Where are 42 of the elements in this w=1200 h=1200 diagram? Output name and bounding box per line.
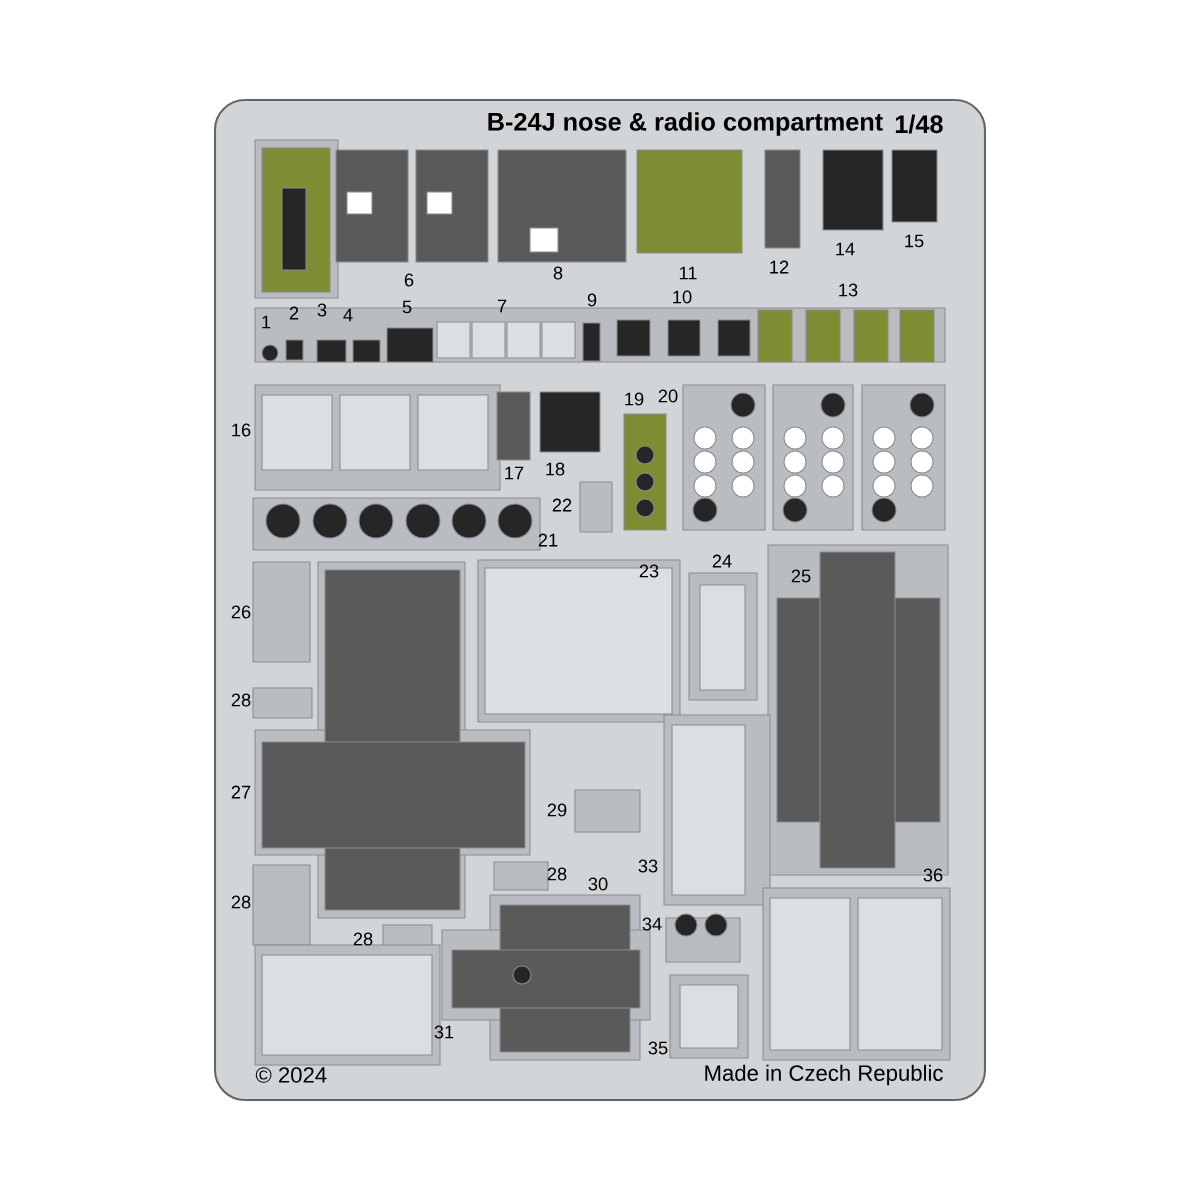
part-number: 15: [905, 234, 924, 248]
part-number: 12: [770, 260, 789, 274]
part-number: 13: [839, 283, 858, 297]
part-number: 28: [353, 932, 373, 946]
title: B-24J nose & radio compartment: [488, 112, 883, 136]
part-number: 8: [553, 266, 563, 280]
part-number: 26: [231, 605, 251, 619]
part-number: 2: [289, 306, 299, 320]
part-number: 25: [791, 569, 811, 583]
part-number: 22: [552, 498, 572, 512]
part-number: 28: [231, 693, 251, 707]
copyright-note: © 2024: [255, 1067, 327, 1083]
part-number: 33: [638, 859, 658, 873]
part-number: 27: [231, 785, 251, 799]
part-number: 24: [712, 554, 732, 568]
part-number: 30: [588, 877, 608, 891]
part-number: 19: [625, 392, 644, 406]
part-number: 21: [538, 533, 558, 547]
part-number: 6: [404, 273, 414, 287]
part-number: 14: [836, 242, 855, 256]
part-number: 1: [262, 315, 271, 329]
part-number: 29: [547, 803, 567, 817]
part-number: 3: [317, 303, 327, 317]
part-number: 16: [232, 423, 251, 437]
part-number: 4: [343, 308, 353, 322]
part-number: 5: [402, 300, 412, 314]
part-number: 34: [642, 917, 662, 931]
origin-note: Made in Czech Republic: [705, 1064, 943, 1086]
part-number: 23: [639, 564, 659, 578]
part-number: 28: [547, 867, 567, 881]
part-number: 17: [505, 466, 524, 480]
part-number: 10: [673, 290, 692, 304]
part-number: 20: [658, 389, 678, 403]
scale-label: 1/48: [895, 114, 943, 134]
part-number: 31: [434, 1025, 454, 1039]
part-number: 18: [546, 462, 565, 476]
part-number: 7: [497, 299, 507, 313]
part-number: 36: [923, 868, 943, 882]
part-number: 35: [648, 1041, 668, 1055]
part-number: 11: [679, 266, 697, 280]
part-number: 9: [587, 293, 597, 307]
part-number: 28: [231, 895, 251, 909]
